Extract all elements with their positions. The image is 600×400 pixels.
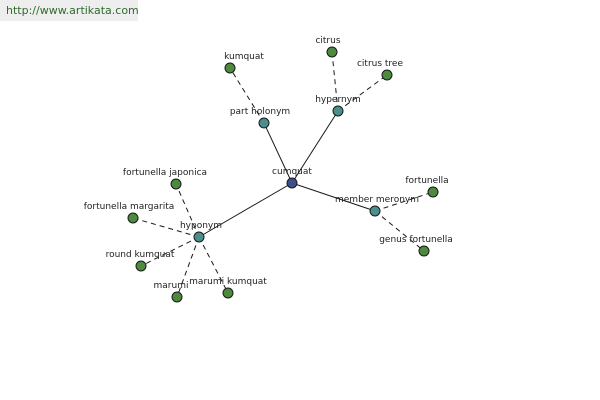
leaf-node[interactable]: round kumquat bbox=[106, 250, 175, 272]
leaf-node-dot[interactable] bbox=[171, 291, 183, 303]
relation-node[interactable]: member meronym bbox=[335, 195, 419, 217]
relation-node-dot[interactable] bbox=[258, 117, 270, 129]
edge-relation-leaf bbox=[229, 67, 265, 124]
edge-relation-leaf bbox=[176, 236, 200, 298]
center-node[interactable]: cumquat bbox=[272, 167, 312, 189]
edge-center-relation bbox=[263, 122, 293, 184]
edge-relation-leaf bbox=[337, 74, 388, 112]
leaf-node-dot[interactable] bbox=[135, 260, 147, 272]
leaf-node-dot[interactable] bbox=[224, 62, 236, 74]
leaf-node-label: citrus bbox=[315, 36, 340, 46]
leaf-node-label: fortunella margarita bbox=[84, 202, 175, 212]
relation-node-label: member meronym bbox=[335, 195, 419, 205]
leaf-node[interactable]: marumi bbox=[154, 281, 189, 303]
url-banner[interactable]: http://www.artikata.com bbox=[0, 0, 139, 21]
leaf-node[interactable]: kumquat bbox=[224, 52, 264, 74]
graph-nodes: kumquat part holonym citrus citrus tree hype… bbox=[84, 36, 453, 303]
leaf-node-label: fortunella japonica bbox=[123, 168, 207, 178]
edge-relation-leaf bbox=[175, 183, 200, 238]
edge-relation-leaf bbox=[374, 210, 425, 252]
leaf-node-label: fortunella bbox=[405, 176, 448, 186]
leaf-node-dot[interactable] bbox=[381, 69, 393, 81]
leaf-node-label: kumquat bbox=[224, 52, 264, 62]
leaf-node[interactable]: genus fortunella bbox=[379, 235, 453, 257]
leaf-node-label: marumi kumquat bbox=[189, 277, 267, 287]
leaf-node-label: citrus tree bbox=[357, 59, 404, 69]
relation-node-label: hypernym bbox=[315, 95, 361, 105]
relation-node-label: hyponym bbox=[180, 221, 222, 231]
edge-relation-leaf bbox=[132, 217, 200, 238]
center-node-dot[interactable] bbox=[286, 177, 298, 189]
edge-relation-leaf bbox=[331, 51, 339, 112]
relation-node[interactable]: hyponym bbox=[180, 221, 222, 243]
leaf-node[interactable]: fortunella japonica bbox=[123, 168, 207, 190]
edge-relation-leaf bbox=[374, 191, 434, 212]
leaf-node[interactable]: marumi kumquat bbox=[189, 277, 267, 299]
relation-node-dot[interactable] bbox=[332, 105, 344, 117]
leaf-node-label: genus fortunella bbox=[379, 235, 453, 245]
leaf-node[interactable]: fortunella margarita bbox=[84, 202, 175, 224]
edge-center-relation bbox=[198, 182, 293, 238]
leaf-node-dot[interactable] bbox=[222, 287, 234, 299]
relation-node[interactable]: hypernym bbox=[315, 95, 361, 117]
leaf-node-dot[interactable] bbox=[326, 46, 338, 58]
leaf-node-label: round kumquat bbox=[106, 250, 175, 260]
relation-node-label: part holonym bbox=[230, 107, 290, 117]
leaf-node-label: marumi bbox=[154, 281, 189, 291]
relation-node[interactable]: part holonym bbox=[230, 107, 290, 129]
edge-relation-leaf bbox=[198, 236, 229, 294]
leaf-node-dot[interactable] bbox=[418, 245, 430, 257]
edge-relation-leaf bbox=[140, 236, 200, 267]
edge-center-relation bbox=[291, 182, 376, 212]
leaf-node[interactable]: citrus tree bbox=[357, 59, 404, 81]
graph-edges bbox=[132, 51, 434, 298]
relation-node-dot[interactable] bbox=[369, 205, 381, 217]
relation-node-dot[interactable] bbox=[193, 231, 205, 243]
leaf-node-dot[interactable] bbox=[127, 212, 139, 224]
leaf-node-dot[interactable] bbox=[427, 186, 439, 198]
leaf-node[interactable]: fortunella bbox=[405, 176, 449, 198]
edge-center-relation bbox=[291, 110, 339, 184]
center-node-label: cumquat bbox=[272, 167, 312, 177]
leaf-node[interactable]: citrus bbox=[315, 36, 341, 58]
leaf-node-dot[interactable] bbox=[170, 178, 182, 190]
